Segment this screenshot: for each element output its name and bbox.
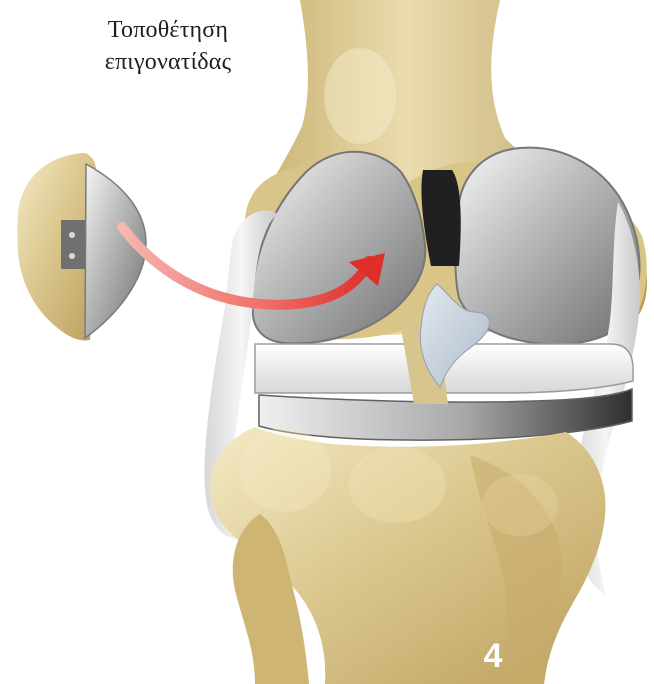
procedure-caption: Τοποθέτηση επιγονατίδας bbox=[52, 14, 284, 78]
patellar-component-icon bbox=[17, 153, 146, 340]
bone-highlight-1 bbox=[324, 48, 396, 144]
patella-peg-1 bbox=[69, 232, 75, 238]
bone-highlight-2 bbox=[239, 428, 331, 512]
caption-line-2: επιγονατίδας bbox=[52, 46, 284, 78]
bone-highlight-3 bbox=[348, 447, 446, 523]
patella-peg-plate bbox=[61, 220, 85, 269]
caption-line-1: Τοποθέτηση bbox=[52, 14, 284, 46]
step-number: 4 bbox=[465, 634, 521, 678]
bone-highlight-4 bbox=[482, 474, 558, 536]
patella-peg-2 bbox=[69, 253, 75, 259]
